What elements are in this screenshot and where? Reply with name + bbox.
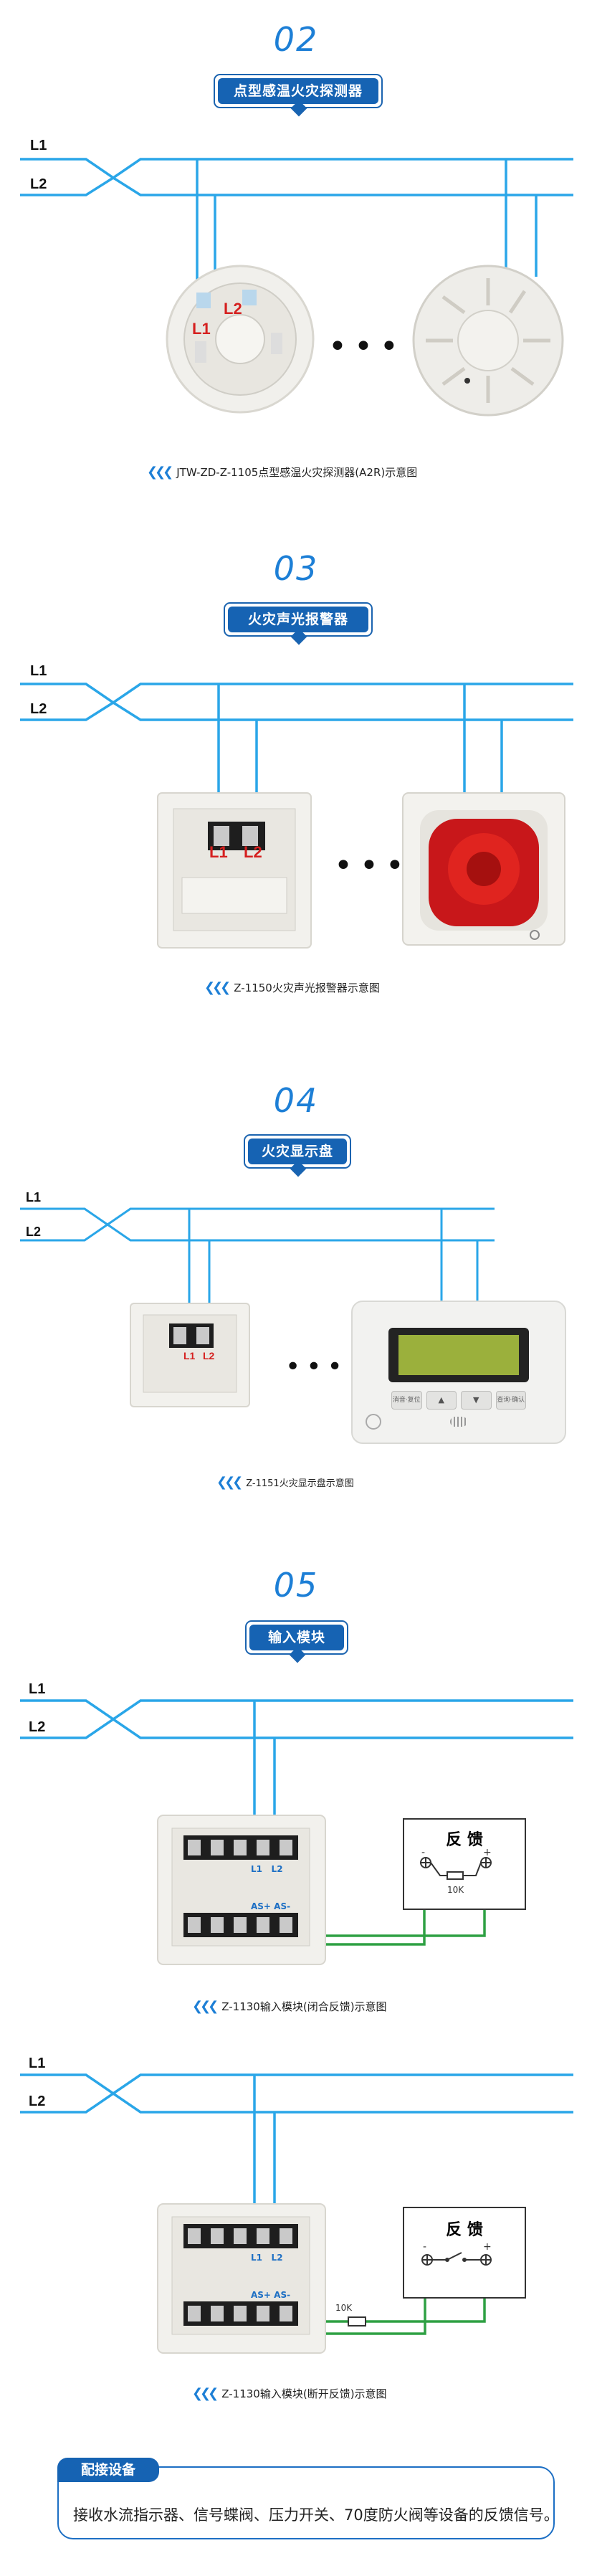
section-title: 输入模块 [249,1625,344,1650]
diagram-caption: ❮❮❮Z-1130输入模块(闭合反馈)示意图 [192,1999,387,2014]
double-arrow-icon: ❮❮❮ [204,980,231,995]
bus-wiring [20,683,573,816]
query-confirm-button[interactable]: 查询·确认 [495,1391,526,1410]
section-title-badge: 输入模块 [245,1620,348,1663]
feedback-box-open: 反 馈 - + [403,2207,526,2299]
terminal-labels: L1 L2 [251,1864,283,1874]
down-button[interactable]: ▼ [461,1391,492,1410]
section-title-badge: 点型感温火灾探测器 [214,74,383,117]
diagram-caption: ❮❮❮JTW-ZD-Z-1105点型感温火灾探测器(A2R)示意图 [147,465,418,480]
plus-sign: + [483,2241,492,2253]
double-arrow-icon: ❮❮❮ [147,465,173,480]
up-button[interactable]: ▲ [426,1391,457,1410]
section-number: 05 [273,1566,319,1605]
alarm-base-image [157,792,312,949]
input-module-image-open [157,2203,326,2354]
terminal-label-l2: L2 [244,843,262,861]
terminal-labels: L1 L2 [251,2253,283,2263]
section-title: 火灾显示盘 [248,1139,347,1164]
resistor-label: 10K [447,1885,464,1895]
section-03: 03 火灾声光报警器 L1 L2 L1 L2 ••• ❮❮❮Z-1150火灾声光… [0,516,592,1032]
compatible-devices-tag: 配接设备 [57,2458,159,2482]
minus-sign: - [423,2241,426,2253]
compatible-devices-box: 配接设备 接收水流指示器、信号蝶阀、压力开关、70度防火阀等设备的反馈信号。 [57,2458,559,2539]
panel-button-row: 消音·复位 ▲ ▼ 查询·确认 [391,1391,526,1410]
section-title-badge: 火灾显示盘 [244,1134,351,1177]
bus-wiring [20,158,573,308]
line-label-l1: L1 [30,663,47,679]
section-number: 04 [273,1081,319,1120]
input-module-image-closed [157,1815,326,1965]
display-base-image [130,1303,250,1407]
section-title: 点型感温火灾探测器 [218,78,378,104]
section-05: 05 输入模块 L1 L2 L1 L2 AS+ AS- 反 馈 [0,1549,592,2466]
terminal-label-l1: L1 [209,843,228,861]
section-number: 02 [273,20,319,59]
feedback-title: 反 馈 [446,1831,483,1849]
feedback-circuit-closed: - + 10K [420,1848,492,1895]
feedback-circuit-open: - + [421,2241,492,2266]
section-title: 火灾声光报警器 [228,607,368,632]
speaker-grille [450,1417,467,1427]
section-02: 02 点型感温火灾探测器 L1 L2 L1 L2 ••• ❮❮❮JTW-ZD-Z… [0,0,592,516]
line-label-l1: L1 [26,1190,42,1204]
ellipsis-icon: ••• [285,1352,348,1382]
bus-wiring [20,1207,495,1311]
diagram-caption: ❮❮❮Z-1130输入模块(断开反馈)示意图 [192,2386,387,2401]
terminal-label-l1: L1 [183,1350,196,1361]
terminal-label-l2: L2 [203,1350,215,1361]
section-title-badge: 火灾声光报警器 [224,602,373,645]
minus-sign: - [421,1848,425,1858]
feedback-title: 反 馈 [446,2221,483,2239]
feedback-box-closed: 反 馈 - + 10K [403,1818,526,1910]
ellipsis-icon: ••• [334,847,411,884]
double-arrow-icon: ❮❮❮ [216,1475,243,1490]
diagram-caption: ❮❮❮Z-1151火灾显示盘示意图 [216,1475,354,1490]
line-label-l2: L2 [29,2093,46,2109]
section-04: 04 火灾显示盘 L1 L2 L1 L2 ••• 消音·复位 ▲ ▼ 查询·确认… [0,1032,592,1549]
lcd-screen [398,1335,519,1375]
terminal-label-l1: L1 [192,320,211,338]
resistor-open [348,2316,366,2327]
line-label-l2: L2 [30,701,47,717]
terminal-label-l2: L2 [224,300,242,318]
ellipsis-icon: ••• [328,328,406,365]
line-label-l2: L2 [26,1225,42,1239]
display-panel-image: 消音·复位 ▲ ▼ 查询·确认 [351,1301,566,1444]
line-label-l2: L2 [30,176,47,192]
resistor-label: 10K [335,2303,353,2313]
section-number: 03 [273,549,319,588]
as-labels: AS+ AS- [251,1901,291,1911]
heat-detector-image [412,265,564,417]
double-arrow-icon: ❮❮❮ [192,2386,219,2401]
as-labels: AS+ AS- [251,2290,291,2300]
detector-base-image [166,265,315,414]
line-label-l1: L1 [29,2055,46,2071]
line-label-l1: L1 [30,138,47,153]
brand-logo-icon [366,1414,381,1430]
double-arrow-icon: ❮❮❮ [192,1999,219,2014]
line-label-l1: L1 [29,1681,46,1697]
silence-reset-button[interactable]: 消音·复位 [391,1391,422,1410]
diagram-caption: ❮❮❮Z-1150火灾声光报警器示意图 [204,980,380,995]
sound-light-alarm-image [402,792,565,946]
compatible-devices-text: 接收水流指示器、信号蝶阀、压力开关、70度防火阀等设备的反馈信号。 [73,2506,559,2524]
lcd-bezel [388,1328,529,1382]
plus-sign: + [483,1848,492,1858]
line-label-l2: L2 [29,1719,46,1735]
